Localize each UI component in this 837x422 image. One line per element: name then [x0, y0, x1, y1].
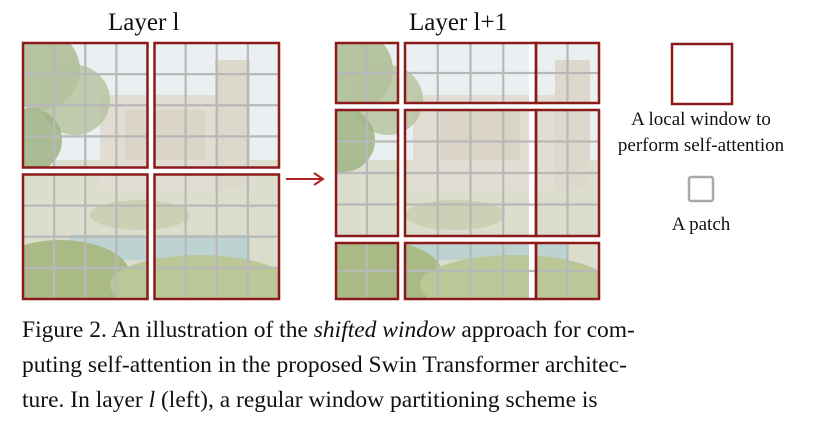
figure: Layer l Layer l+1 A local window to perf… [21, 9, 785, 301]
caption-text: approach for com- [455, 317, 635, 343]
local-window [534, 241, 601, 301]
caption-line-2: puting self-attention in the proposed Sw… [22, 352, 627, 378]
figure-caption: Figure 2. An illustration of the shifted… [22, 313, 817, 418]
local-window [21, 173, 149, 301]
left-layer-title: Layer l [108, 9, 180, 36]
figure-illustration [21, 41, 734, 301]
right-image [336, 43, 599, 299]
local-window [153, 173, 281, 301]
shift-arrow-icon [286, 172, 325, 186]
window-gap [398, 43, 405, 299]
legend-window-label-line1: A local window to [631, 109, 771, 130]
legend-window-label-line2: perform self-attention [617, 135, 785, 156]
local-window [334, 241, 400, 301]
right-layer-title: Layer l+1 [409, 9, 508, 36]
local-window [153, 41, 281, 169]
window-gap [336, 103, 599, 110]
caption-text: ture. In layer [22, 387, 149, 413]
window-gap [529, 43, 536, 299]
local-window [534, 41, 601, 105]
caption-line-3: ture. In layer l (left), a regular windo… [22, 383, 817, 418]
caption-line-1: Figure 2. An illustration of the shifted… [22, 313, 817, 348]
legend-patch-icon [687, 175, 715, 203]
caption-emphasis: l [148, 387, 156, 413]
window-gap [23, 167, 279, 175]
window-gap [336, 236, 599, 243]
local-window [534, 108, 601, 238]
caption-text: (left), a regular window partitioning sc… [155, 387, 598, 413]
local-window [21, 41, 149, 169]
caption-emphasis: shifted window [313, 317, 456, 343]
local-window [334, 108, 400, 238]
caption-text: Figure 2. An illustration of the [22, 317, 314, 343]
local-window [334, 41, 400, 105]
legend-window-icon [670, 42, 734, 106]
legend-patch-label: A patch [671, 214, 731, 235]
